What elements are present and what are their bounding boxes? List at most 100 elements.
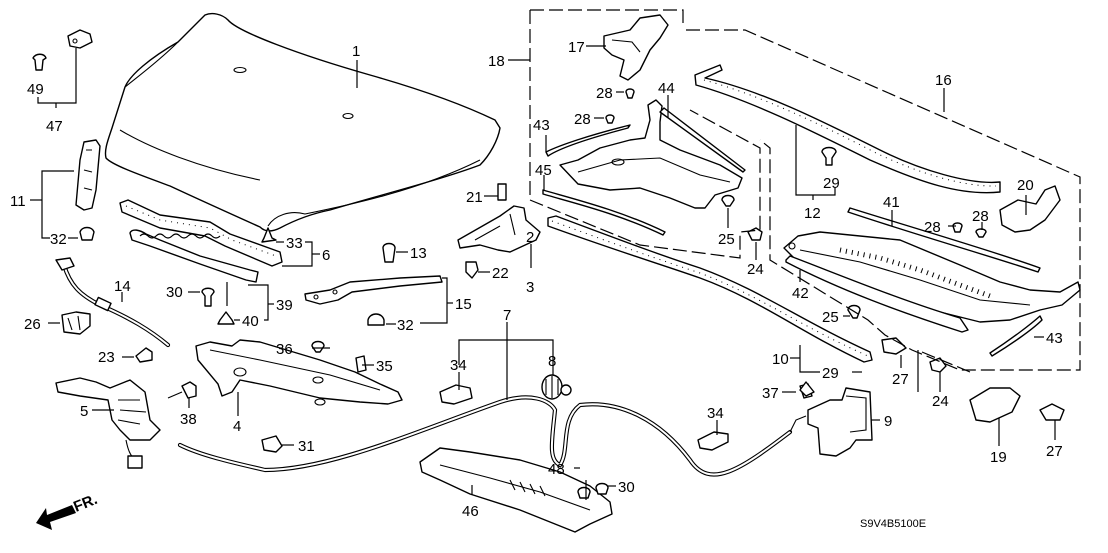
cable-clamp-part[interactable] xyxy=(439,384,729,451)
callout-34b[interactable]: 34 xyxy=(707,405,724,422)
callout-39[interactable]: 39 xyxy=(276,297,293,314)
leader-lines xyxy=(30,45,1056,500)
callout-31[interactable]: 31 xyxy=(298,438,315,455)
callout-2[interactable]: 2 xyxy=(526,229,534,246)
callout-19[interactable]: 19 xyxy=(990,449,1007,466)
hood-switch-part[interactable] xyxy=(61,311,91,335)
group-16-boundary xyxy=(686,29,1081,371)
callout-30b[interactable]: 30 xyxy=(618,479,635,496)
callout-35[interactable]: 35 xyxy=(376,358,393,375)
hood-latch-cover-part[interactable] xyxy=(195,339,403,406)
callout-28d[interactable]: 28 xyxy=(972,208,989,225)
callout-29b[interactable]: 29 xyxy=(822,365,839,382)
callout-10[interactable]: 10 xyxy=(772,351,789,368)
callout-17[interactable]: 17 xyxy=(568,39,585,56)
callout-16[interactable]: 16 xyxy=(935,72,952,89)
group-16-boundary-bottom xyxy=(921,351,971,373)
grommets-screws-part[interactable] xyxy=(847,304,1065,423)
callout-48[interactable]: 48 xyxy=(548,461,565,478)
callout-32a[interactable]: 32 xyxy=(50,231,67,248)
hood-release-handle-part[interactable] xyxy=(789,383,873,457)
hood-front-seal-part[interactable] xyxy=(119,199,283,283)
callout-36[interactable]: 36 xyxy=(276,341,293,358)
arrow-left-icon xyxy=(36,505,76,530)
hood-switch-harness-part[interactable] xyxy=(55,257,171,348)
callout-3[interactable]: 3 xyxy=(526,279,534,296)
front-seal-bracket-part[interactable] xyxy=(304,275,443,305)
callout-25b[interactable]: 25 xyxy=(822,309,839,326)
callout-12[interactable]: 12 xyxy=(804,205,821,222)
callout-27a[interactable]: 27 xyxy=(892,371,909,388)
callout-30a[interactable]: 30 xyxy=(166,284,183,301)
clip-23-part[interactable] xyxy=(135,347,153,363)
callout-24a[interactable]: 24 xyxy=(747,261,764,278)
callout-23[interactable]: 23 xyxy=(98,349,115,366)
callout-38[interactable]: 38 xyxy=(180,411,197,428)
bolt-37-part[interactable] xyxy=(799,381,815,397)
front-direction-indicator: FR. xyxy=(36,491,100,530)
cowl-seal-part[interactable] xyxy=(847,207,1041,273)
hood-latch-part[interactable] xyxy=(55,377,197,469)
hood-insulator-clip-part[interactable] xyxy=(32,29,93,71)
cowl-side-bracket-right-part[interactable] xyxy=(603,14,669,81)
hood-part[interactable] xyxy=(104,12,501,232)
callout-42[interactable]: 42 xyxy=(792,285,809,302)
callout-28c[interactable]: 28 xyxy=(924,219,941,236)
callout-47[interactable]: 47 xyxy=(46,118,63,135)
callout-29a[interactable]: 29 xyxy=(823,175,840,192)
callout-14[interactable]: 14 xyxy=(114,278,131,295)
callout-20[interactable]: 20 xyxy=(1017,177,1034,194)
callout-6[interactable]: 6 xyxy=(322,247,330,264)
callout-26[interactable]: 26 xyxy=(24,316,41,333)
callout-33[interactable]: 33 xyxy=(286,235,303,252)
callout-28a[interactable]: 28 xyxy=(596,85,613,102)
callout-28b[interactable]: 28 xyxy=(574,111,591,128)
callout-18[interactable]: 18 xyxy=(488,53,505,70)
hood-hinge-part[interactable] xyxy=(457,183,541,279)
callout-34a[interactable]: 34 xyxy=(450,357,467,374)
cable-grommet-part[interactable] xyxy=(541,374,572,400)
cowl-top-left-part[interactable] xyxy=(783,231,1081,333)
callout-44[interactable]: 44 xyxy=(658,80,675,97)
callout-25a[interactable]: 25 xyxy=(718,231,735,248)
callout-21[interactable]: 21 xyxy=(466,189,483,206)
callout-15[interactable]: 15 xyxy=(455,296,472,313)
callout-4[interactable]: 4 xyxy=(233,418,241,435)
callout-27b[interactable]: 27 xyxy=(1046,443,1063,460)
front-bulkhead-cover-part[interactable] xyxy=(419,447,613,533)
callout-32b[interactable]: 32 xyxy=(397,317,414,334)
hood-seal-upper-part[interactable] xyxy=(694,64,1001,194)
callout-45[interactable]: 45 xyxy=(535,162,552,179)
cowl-caps-part[interactable] xyxy=(952,222,1043,357)
clips-48-30-part[interactable] xyxy=(577,482,609,499)
cowl-side-bracket-left-part[interactable] xyxy=(999,185,1061,233)
callout-37[interactable]: 37 xyxy=(762,385,779,402)
front-label: FR. xyxy=(71,491,100,516)
small-fasteners-middle[interactable] xyxy=(261,340,367,453)
callout-7[interactable]: 7 xyxy=(503,307,511,324)
callout-24b[interactable]: 24 xyxy=(932,393,949,410)
callout-49[interactable]: 49 xyxy=(27,81,44,98)
group-18-boundary-top xyxy=(530,9,684,25)
callout-5[interactable]: 5 xyxy=(80,403,88,420)
hood-seal-rear-part[interactable] xyxy=(547,215,873,363)
callout-43b[interactable]: 43 xyxy=(1046,330,1063,347)
callout-43a[interactable]: 43 xyxy=(533,117,550,134)
callout-13[interactable]: 13 xyxy=(410,245,427,262)
hood-release-cable-part[interactable] xyxy=(177,395,793,477)
callout-1[interactable]: 1 xyxy=(352,43,360,60)
small-fasteners-left[interactable] xyxy=(201,227,396,326)
callout-46[interactable]: 46 xyxy=(462,503,479,520)
hood-side-seal-part[interactable] xyxy=(75,139,101,241)
callout-labels: 1 2 3 4 5 6 7 8 9 10 11 12 13 14 15 16 1… xyxy=(10,39,1063,520)
callout-22[interactable]: 22 xyxy=(492,265,509,282)
group-18-boundary xyxy=(529,10,761,259)
callout-41[interactable]: 41 xyxy=(883,194,900,211)
callout-8[interactable]: 8 xyxy=(548,353,556,370)
callout-40[interactable]: 40 xyxy=(242,313,259,330)
catalog-code: S9V4B5100E xyxy=(860,518,926,530)
callout-11[interactable]: 11 xyxy=(10,193,26,210)
callout-9[interactable]: 9 xyxy=(884,413,892,430)
